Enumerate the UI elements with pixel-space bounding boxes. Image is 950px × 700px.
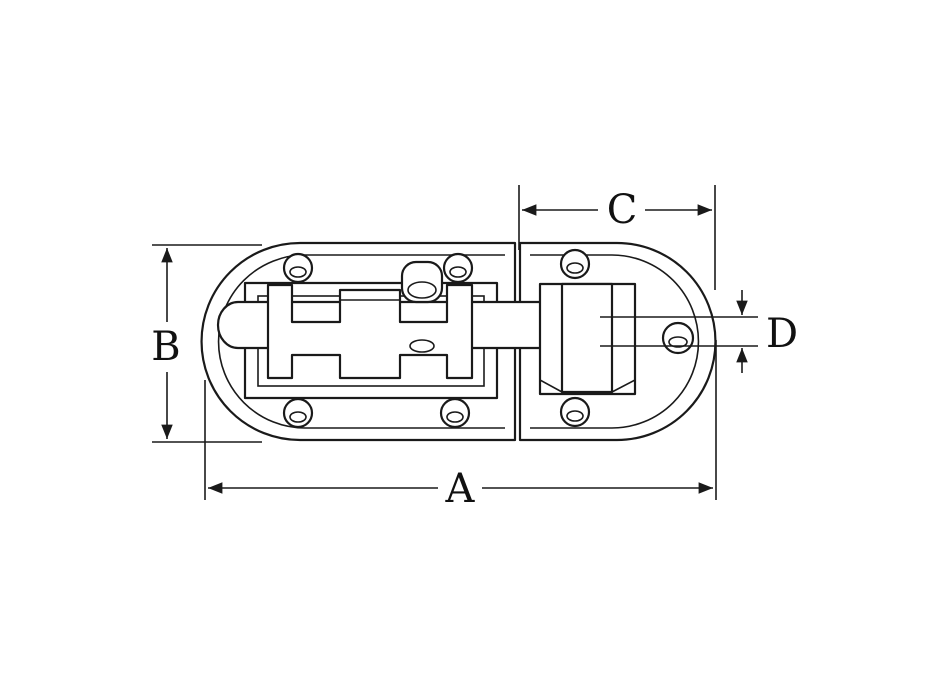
screw-hole-icon xyxy=(559,396,591,428)
left-plate xyxy=(200,241,517,442)
bolt-knob xyxy=(400,260,444,353)
dimension-label-a: A xyxy=(445,466,476,512)
dimension-label-b: B xyxy=(151,324,180,370)
screw-hole-icon xyxy=(661,321,695,355)
screw-hole-icon xyxy=(282,252,314,284)
keeper xyxy=(538,282,637,396)
bolt-slide xyxy=(266,283,474,380)
screw-hole-icon xyxy=(559,248,591,280)
screw-hole-icon xyxy=(442,252,474,284)
dimension-a: A xyxy=(204,340,717,512)
dimension-b: B xyxy=(151,244,262,443)
dimension-label-d: D xyxy=(766,311,798,357)
dimension-c: C xyxy=(518,185,716,290)
dimension-d: D xyxy=(600,290,798,373)
screw-hole-icon xyxy=(282,397,314,429)
screw-hole-icon xyxy=(439,397,471,429)
dimension-label-c: C xyxy=(607,187,638,233)
